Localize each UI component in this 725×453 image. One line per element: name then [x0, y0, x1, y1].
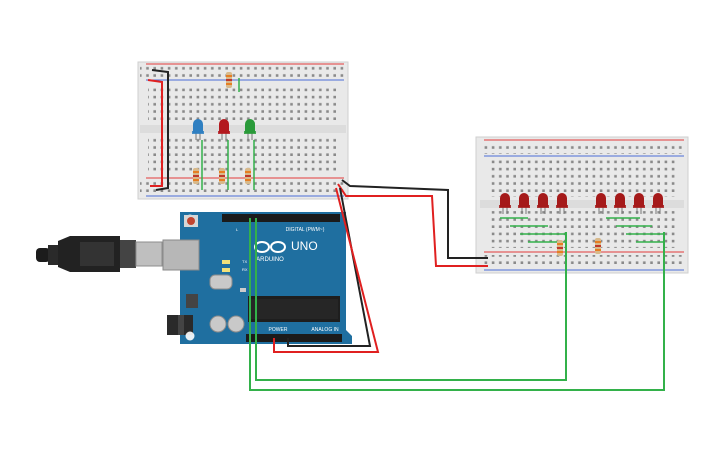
left-resistor-group [193, 72, 251, 184]
wire-black-left[interactable] [151, 69, 169, 191]
resistor-left-1[interactable] [226, 72, 232, 88]
led-right-4[interactable] [556, 193, 568, 214]
board-model: UNO [291, 239, 318, 253]
resistor-left-3[interactable] [219, 168, 225, 184]
tx-label: TX [242, 259, 247, 264]
resistor-left-4[interactable] [245, 168, 251, 184]
left-led-group [192, 119, 256, 140]
resistor-right-1[interactable] [557, 240, 563, 256]
digital-label: DIGITAL (PWM~) [286, 227, 325, 233]
led-left-3[interactable] [244, 119, 256, 140]
led-right-5[interactable] [595, 193, 607, 214]
breadboard-left[interactable] [137, 61, 349, 200]
wire-green-2[interactable] [249, 218, 665, 391]
led-right-8[interactable] [652, 193, 664, 214]
power-label: POWER [269, 327, 288, 333]
rx-label: RX [242, 267, 248, 272]
led-right-1[interactable] [499, 193, 511, 214]
breadboard-right[interactable] [475, 136, 689, 274]
wire-green-1[interactable] [255, 218, 567, 381]
right-resistor-group [557, 238, 601, 256]
wire-black-to-right[interactable] [341, 179, 488, 259]
wire-red-left[interactable] [147, 79, 163, 187]
led-right-3[interactable] [537, 193, 549, 214]
analog-label: ANALOG IN [311, 327, 339, 333]
wires [147, 69, 665, 391]
led-right-7[interactable] [633, 193, 645, 214]
usb-cable[interactable] [36, 236, 163, 272]
wire-black-gnd[interactable] [287, 187, 372, 347]
led-left-1[interactable] [192, 119, 204, 140]
arduino-uno-board[interactable]: ARDUINO UNO DIGITAL (PWM~) POWER ANALOG … [162, 212, 352, 344]
right-led-group [499, 193, 664, 214]
led-right-6[interactable] [614, 193, 626, 214]
l-label: L [236, 227, 239, 232]
wire-red-to-right[interactable] [337, 183, 488, 267]
board-brand: ARDUINO [256, 257, 284, 263]
led-right-2[interactable] [518, 193, 530, 214]
wire-red-5v[interactable] [273, 187, 380, 353]
resistor-right-2[interactable] [595, 238, 601, 254]
led-left-2[interactable] [218, 119, 230, 140]
resistor-left-2[interactable] [193, 168, 199, 184]
